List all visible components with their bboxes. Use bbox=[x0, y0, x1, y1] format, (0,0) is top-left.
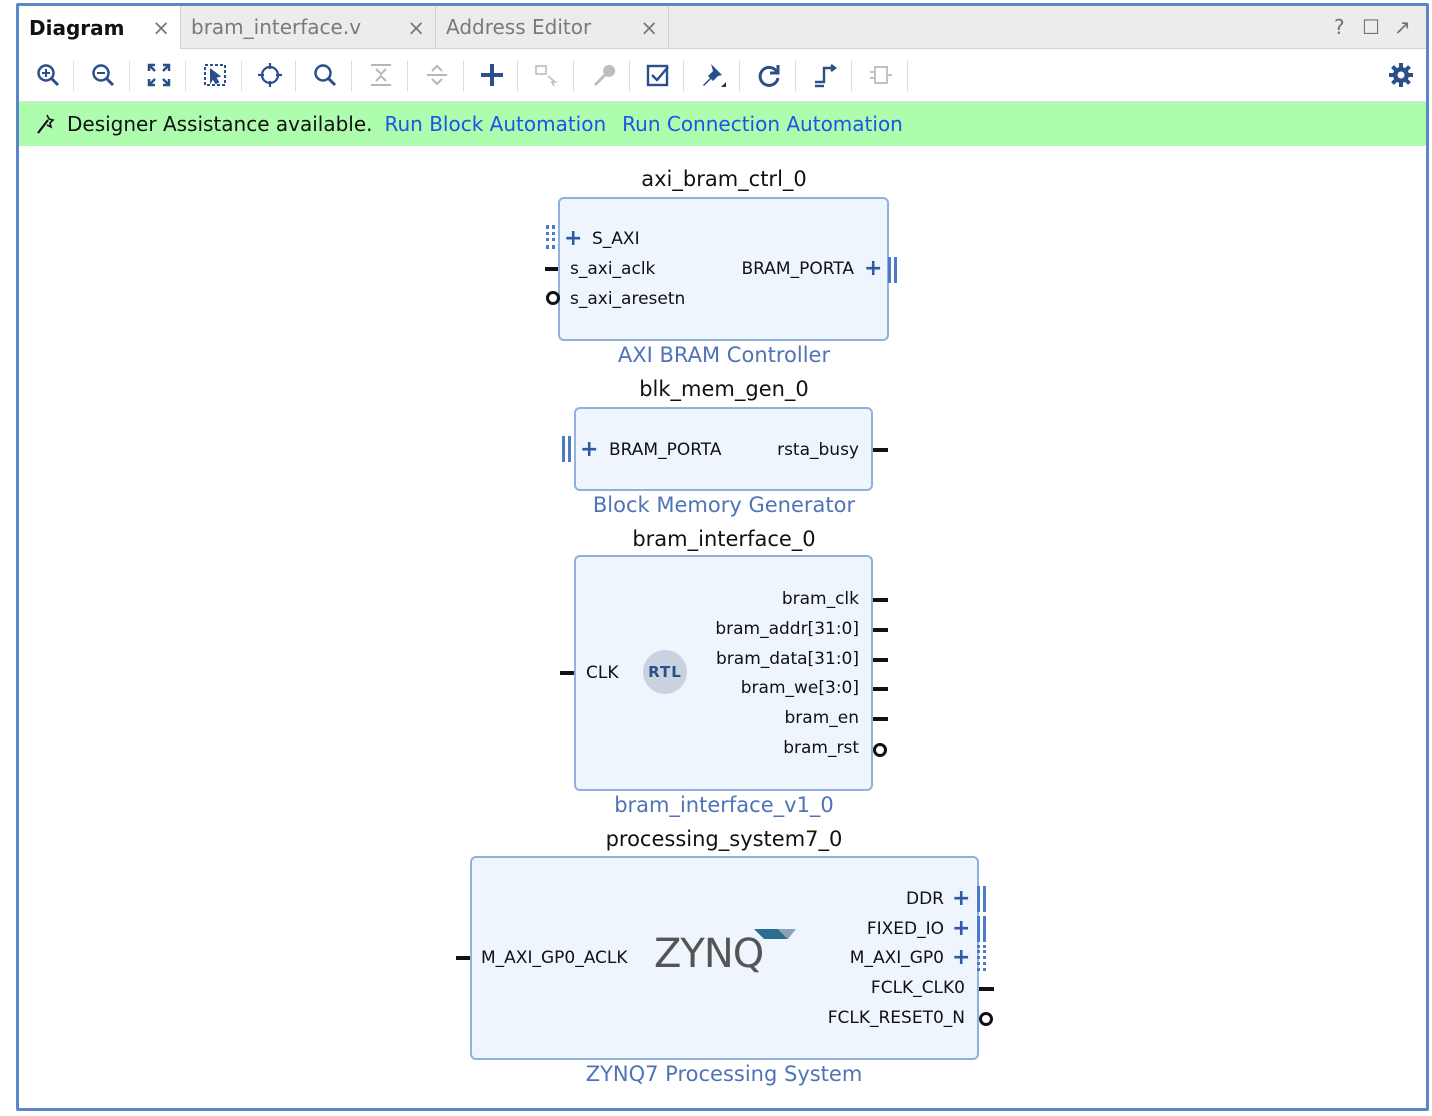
port-s-axi[interactable]: S_AXI bbox=[592, 229, 640, 249]
instance-name: processing_system7_0 bbox=[605, 827, 843, 851]
close-icon[interactable]: × bbox=[640, 16, 658, 40]
instance-name: blk_mem_gen_0 bbox=[639, 377, 809, 401]
ip-name: bram_interface_v1_0 bbox=[614, 793, 834, 817]
port-bram-porta[interactable]: BRAM_PORTA bbox=[741, 259, 854, 279]
port-m-axi-gp0[interactable]: M_AXI_GP0 bbox=[849, 948, 944, 968]
port-bram-en[interactable]: bram_en bbox=[784, 708, 860, 728]
ip-name: ZYNQ7 Processing System bbox=[585, 1062, 863, 1086]
port-s-axi-aresetn[interactable]: s_axi_aresetn bbox=[570, 289, 686, 309]
instance-name: axi_bram_ctrl_0 bbox=[641, 167, 807, 191]
run-block-automation-link[interactable]: Run Block Automation bbox=[384, 112, 607, 136]
port-stub bbox=[873, 448, 888, 452]
port-bram-data[interactable]: bram_data[31:0] bbox=[716, 649, 859, 669]
search-icon[interactable] bbox=[309, 59, 341, 91]
customize-icon bbox=[587, 59, 619, 91]
ddr-bus-icon bbox=[977, 886, 986, 912]
make-external-icon bbox=[865, 59, 897, 91]
ip-name: AXI BRAM Controller bbox=[617, 343, 831, 367]
ip-name: Block Memory Generator bbox=[592, 493, 856, 517]
port-bram-we[interactable]: bram_we[3:0] bbox=[740, 678, 859, 698]
blk-mem-gen-block[interactable] bbox=[574, 407, 873, 491]
tab-label: bram_interface.v bbox=[191, 15, 362, 39]
diagram-window: Diagram × bram_interface.v × Address Edi… bbox=[16, 3, 1429, 1111]
diagram-canvas[interactable]: axi_bram_ctrl_0 + S_AXI s_axi_aclk s_axi… bbox=[19, 147, 1426, 1108]
port-bram-clk[interactable]: bram_clk bbox=[781, 589, 859, 609]
port-stub bbox=[873, 658, 888, 662]
expand-plus-icon[interactable]: + bbox=[864, 256, 883, 281]
restore-icon[interactable]: ☐ bbox=[1362, 15, 1380, 39]
zoom-selection-icon[interactable] bbox=[199, 59, 231, 91]
port-fclk-reset0-n[interactable]: FCLK_RESET0_N bbox=[827, 1008, 965, 1028]
add-ip-icon[interactable] bbox=[476, 59, 508, 91]
port-clk[interactable]: CLK bbox=[586, 663, 619, 683]
fit-view-icon[interactable] bbox=[143, 59, 175, 91]
inverted-port-icon bbox=[546, 291, 560, 305]
axi-bram-ctrl-block[interactable] bbox=[558, 197, 889, 341]
auto-fit-selection-icon[interactable] bbox=[254, 59, 286, 91]
tab-bar: Diagram × bram_interface.v × Address Edi… bbox=[19, 6, 1426, 49]
tab-label: Address Editor bbox=[446, 15, 592, 39]
expand-plus-icon[interactable]: + bbox=[564, 226, 583, 251]
tab-label: Diagram bbox=[29, 15, 125, 40]
port-stub bbox=[873, 628, 888, 632]
zynq-ps-block[interactable] bbox=[470, 856, 979, 1060]
toolbar bbox=[19, 49, 1426, 102]
port-stub bbox=[545, 267, 558, 271]
zoom-out-icon[interactable] bbox=[87, 59, 119, 91]
port-bram-rst[interactable]: bram_rst bbox=[783, 738, 859, 758]
float-icon[interactable]: ↗ bbox=[1394, 15, 1411, 39]
expand-plus-icon[interactable]: + bbox=[952, 886, 971, 911]
collapse-all-icon bbox=[365, 59, 397, 91]
assistant-wand-icon bbox=[35, 113, 57, 135]
close-icon[interactable]: × bbox=[152, 16, 170, 40]
port-s-axi-aclk[interactable]: s_axi_aclk bbox=[570, 259, 656, 279]
port-stub bbox=[560, 671, 574, 675]
port-stub bbox=[873, 598, 888, 602]
make-connection-icon bbox=[531, 59, 563, 91]
rtl-logo: RTL bbox=[643, 650, 687, 694]
settings-icon[interactable] bbox=[1385, 59, 1417, 91]
port-stub bbox=[873, 687, 888, 691]
regenerate-layout-icon[interactable] bbox=[753, 59, 785, 91]
tab-address-editor[interactable]: Address Editor × bbox=[436, 6, 669, 48]
validate-icon[interactable] bbox=[642, 59, 674, 91]
port-bram-porta[interactable]: BRAM_PORTA bbox=[609, 440, 722, 460]
inverted-port-icon bbox=[979, 1012, 993, 1026]
fixed-io-bus-icon bbox=[977, 916, 986, 942]
bram-interface-block[interactable] bbox=[574, 555, 873, 791]
expand-all-icon bbox=[421, 59, 453, 91]
optimize-routing-icon[interactable] bbox=[809, 59, 841, 91]
port-fclk-clk0[interactable]: FCLK_CLK0 bbox=[870, 978, 965, 998]
designer-assistance-banner: Designer Assistance available. Run Block… bbox=[19, 102, 1426, 146]
port-fixed-io[interactable]: FIXED_IO bbox=[866, 919, 944, 939]
instance-name: bram_interface_0 bbox=[632, 527, 816, 551]
port-stub bbox=[873, 717, 888, 721]
port-ddr[interactable]: DDR bbox=[906, 889, 944, 909]
port-stub bbox=[456, 956, 470, 960]
help-icon[interactable]: ? bbox=[1334, 15, 1345, 39]
zoom-in-icon[interactable] bbox=[32, 59, 64, 91]
banner-message: Designer Assistance available. bbox=[67, 112, 373, 136]
expand-plus-icon[interactable]: + bbox=[580, 437, 599, 462]
inverted-port-icon bbox=[873, 743, 887, 757]
bram-porta-bus-icon bbox=[888, 257, 897, 283]
port-rsta-busy[interactable]: rsta_busy bbox=[777, 440, 859, 460]
run-connection-automation-link[interactable]: Run Connection Automation bbox=[622, 112, 903, 136]
port-m-axi-gp0-aclk[interactable]: M_AXI_GP0_ACLK bbox=[481, 948, 628, 968]
tab-bram-interface-v[interactable]: bram_interface.v × bbox=[181, 6, 436, 48]
port-bram-addr[interactable]: bram_addr[31:0] bbox=[715, 619, 859, 639]
s-axi-bus-icon bbox=[546, 225, 555, 249]
m-axi-gp0-bus-icon bbox=[977, 945, 986, 971]
pin-icon[interactable] bbox=[697, 59, 729, 91]
expand-plus-icon[interactable]: + bbox=[952, 916, 971, 941]
close-icon[interactable]: × bbox=[407, 16, 425, 40]
bram-porta-bus-icon bbox=[562, 436, 571, 462]
port-stub bbox=[979, 987, 994, 991]
tab-diagram[interactable]: Diagram × bbox=[19, 6, 181, 49]
expand-plus-icon[interactable]: + bbox=[952, 945, 971, 970]
zynq-logo: ZYNQ bbox=[654, 929, 796, 977]
